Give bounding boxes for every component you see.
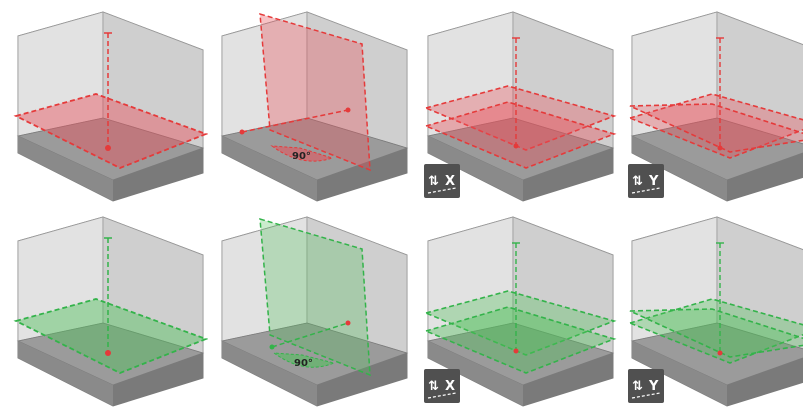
tilt-y-badge: ⇅ Y [628, 369, 664, 403]
vertical-laser-plane [259, 217, 371, 377]
panel-green-horizontal [13, 216, 208, 407]
tilted-laser-plane [423, 290, 617, 356]
panel-red-tilt-x: ⇅ X [423, 11, 617, 202]
tilted-laser-plane [423, 85, 617, 151]
tilt-y-badge: ⇅ Y [628, 164, 664, 198]
horizontal-laser-plane [629, 308, 803, 358]
up-down-arrow-icon: ⇅ [428, 379, 439, 394]
panel-green-vertical: 90° [220, 216, 409, 407]
tilt-x-badge: ⇅ X [424, 164, 460, 198]
tilted-laser-plane [627, 298, 803, 364]
tilted-laser-plane [627, 93, 803, 159]
panel-red-tilt-y: ⇅ Y [627, 11, 803, 202]
panel-green-tilt-y: ⇅ Y [627, 216, 803, 407]
angle-label: 90° [292, 151, 311, 162]
room-box [16, 11, 205, 202]
panel-red-horizontal [13, 11, 208, 202]
svg-text:Y: Y [648, 379, 659, 394]
cross-laser-line [241, 109, 349, 133]
panel-red-vertical: 90° [220, 11, 409, 202]
horizontal-laser-plane [423, 101, 617, 169]
svg-text:X: X [445, 379, 455, 394]
up-down-arrow-icon: ⇅ [632, 379, 643, 394]
vertical-laser-plane [259, 12, 371, 172]
laser-device-dot [105, 350, 111, 356]
svg-text:Y: Y [648, 174, 659, 189]
angle-label: 90° [294, 358, 313, 369]
tilt-x-badge: ⇅ X [424, 369, 460, 403]
up-down-arrow-icon: ⇅ [428, 174, 439, 189]
horizontal-laser-plane [13, 298, 208, 374]
svg-text:X: X [445, 174, 455, 189]
angle-marker [270, 145, 334, 162]
cross-laser-line [271, 322, 349, 348]
horizontal-laser-plane [13, 93, 208, 169]
angle-marker [272, 352, 336, 368]
laser-device-dot [105, 145, 111, 151]
panel-green-tilt-x: ⇅ X [423, 216, 617, 407]
horizontal-laser-plane [423, 306, 617, 374]
up-down-arrow-icon: ⇅ [632, 174, 643, 189]
horizontal-laser-plane [629, 103, 803, 153]
